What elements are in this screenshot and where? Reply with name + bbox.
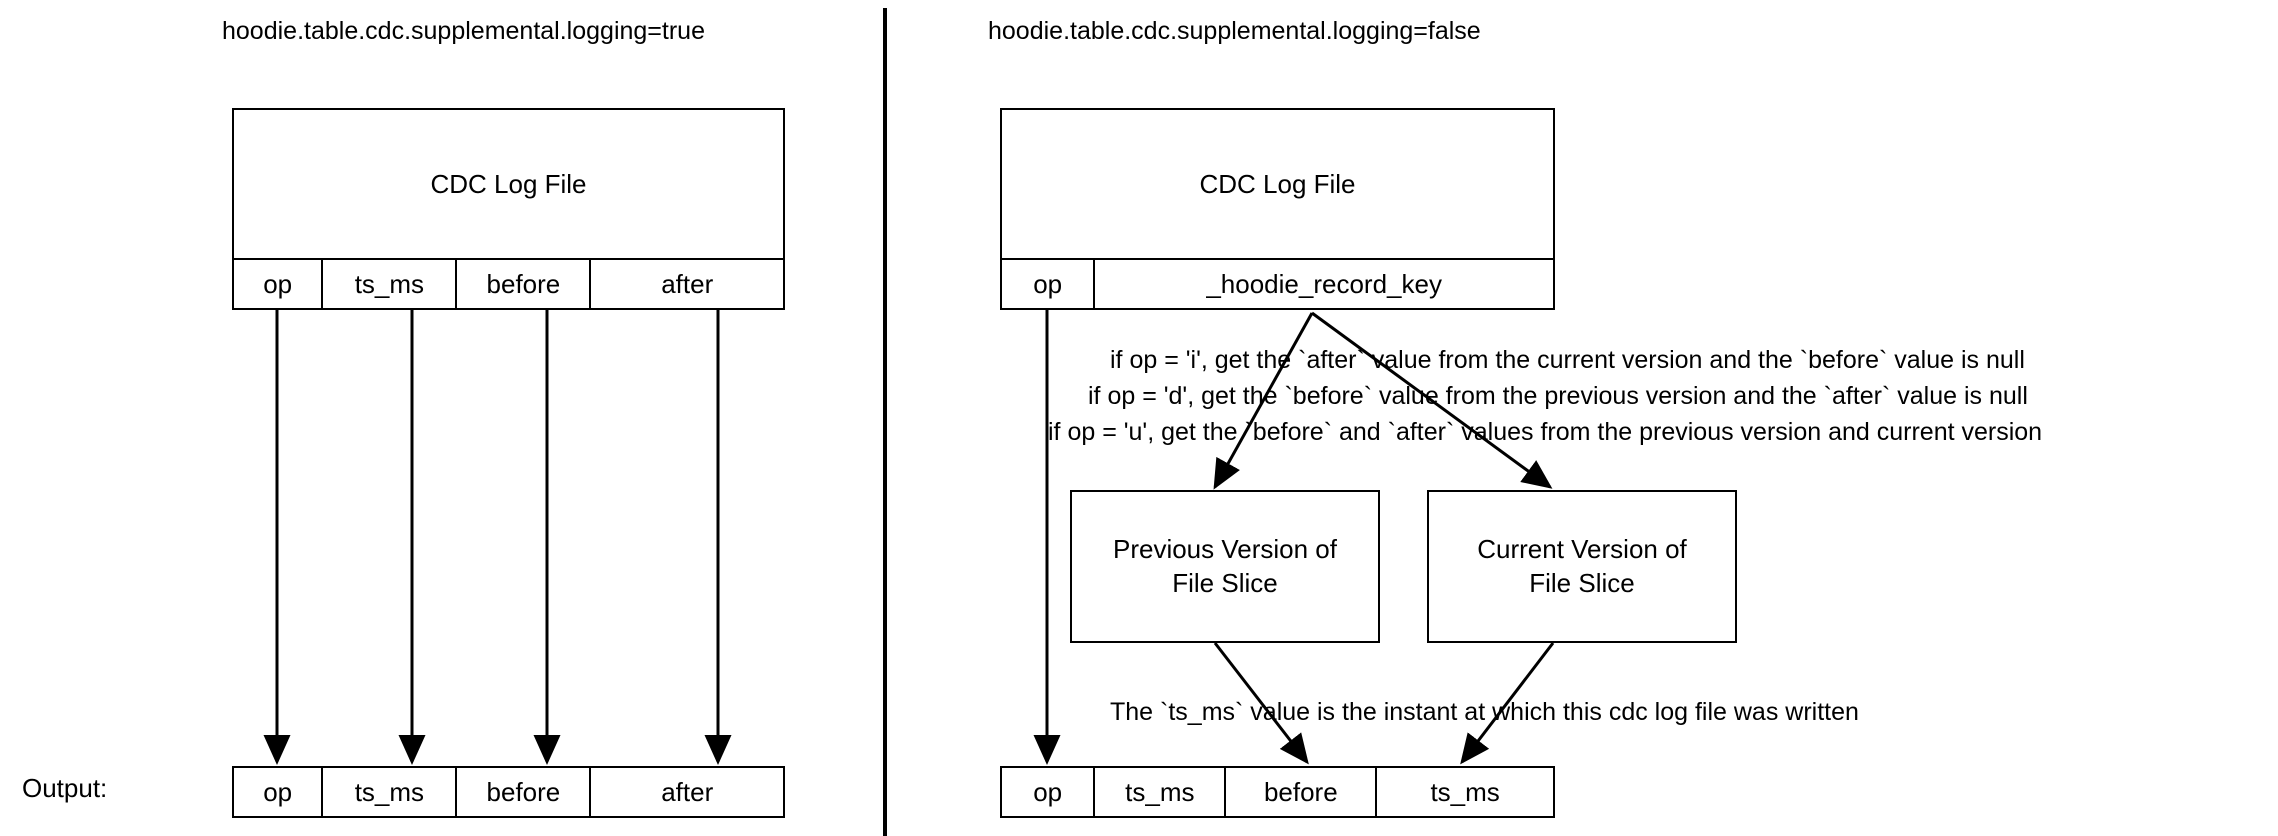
right-output-cell-op: op (1002, 768, 1096, 816)
right-source-cell-hoodie-record-key: _hoodie_record_key (1095, 260, 1553, 308)
right-source-field-row: op _hoodie_record_key (1000, 258, 1555, 310)
left-source-cell-after: after (591, 260, 784, 308)
right-cdc-log-file-box: CDC Log File (1000, 108, 1555, 260)
left-output-label: Output: (22, 773, 108, 803)
left-source-cell-before: before (457, 260, 592, 308)
left-source-cell-op: op (234, 260, 324, 308)
right-output-cell-before: before (1226, 768, 1378, 816)
right-output-field-row: op ts_ms before ts_ms (1000, 766, 1555, 818)
left-output-cell-before: before (457, 768, 592, 816)
right-ts-ms-note: The `ts_ms` value is the instant at whic… (1110, 698, 1859, 726)
right-output-cell-ts-ms-2: ts_ms (1377, 768, 1553, 816)
left-source-field-row: op ts_ms before after (232, 258, 785, 310)
previous-version-file-slice-box: Previous Version of File Slice (1070, 490, 1380, 643)
left-output-cell-after: after (591, 768, 784, 816)
left-cdc-log-file-box: CDC Log File (232, 108, 785, 260)
right-output-cell-ts-ms: ts_ms (1095, 768, 1227, 816)
left-cdc-log-file-label: CDC Log File (430, 169, 587, 199)
right-panel-title: hoodie.table.cdc.supplemental.logging=fa… (988, 17, 1481, 45)
right-note-line-update: if op = 'u', get the `before` and `after… (1048, 418, 2043, 446)
current-version-line-2: File Slice (1529, 568, 1635, 598)
current-version-file-slice-box: Current Version of File Slice (1427, 490, 1737, 643)
left-source-cell-ts-ms: ts_ms (323, 260, 458, 308)
left-output-cell-ts-ms: ts_ms (323, 768, 458, 816)
previous-version-line-2: File Slice (1172, 568, 1278, 598)
right-note-line-delete: if op = 'd', get the `before` value from… (1088, 382, 2028, 410)
right-cdc-log-file-label: CDC Log File (1199, 169, 1356, 199)
left-output-cell-op: op (234, 768, 324, 816)
left-output-field-row: op ts_ms before after (232, 766, 785, 818)
current-version-line-1: Current Version of (1477, 534, 1687, 564)
previous-version-line-1: Previous Version of (1112, 534, 1337, 564)
right-source-cell-op: op (1002, 260, 1096, 308)
right-note-line-insert: if op = 'i', get the `after` value from … (1110, 346, 2025, 374)
left-panel-title: hoodie.table.cdc.supplemental.logging=tr… (222, 17, 705, 45)
